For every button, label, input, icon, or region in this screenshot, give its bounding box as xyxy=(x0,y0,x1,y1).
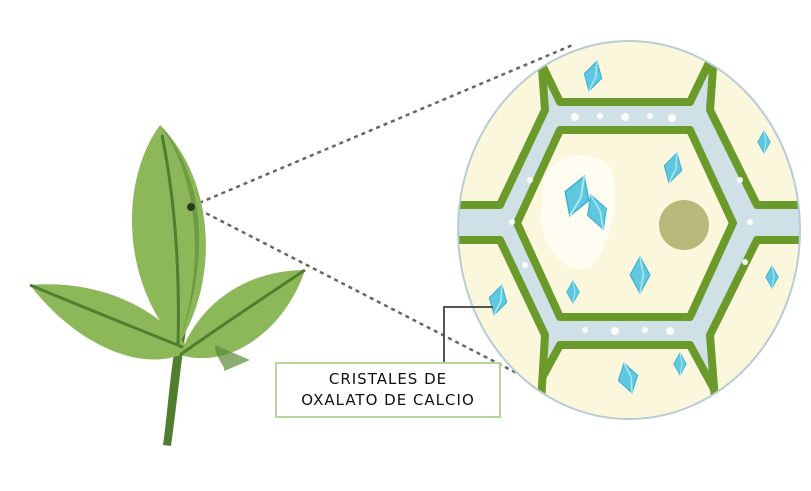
crystal-label: CRISTALES DE OXALATO DE CALCIO xyxy=(275,362,501,418)
leaf-plant xyxy=(29,125,306,446)
sample-point xyxy=(187,203,195,211)
callout-leader xyxy=(443,306,493,362)
label-line-1: CRISTALES DE xyxy=(328,370,448,388)
nucleus xyxy=(659,200,709,250)
label-line-2: OXALATO DE CALCIO xyxy=(301,391,475,409)
zoom-lines xyxy=(191,42,576,387)
